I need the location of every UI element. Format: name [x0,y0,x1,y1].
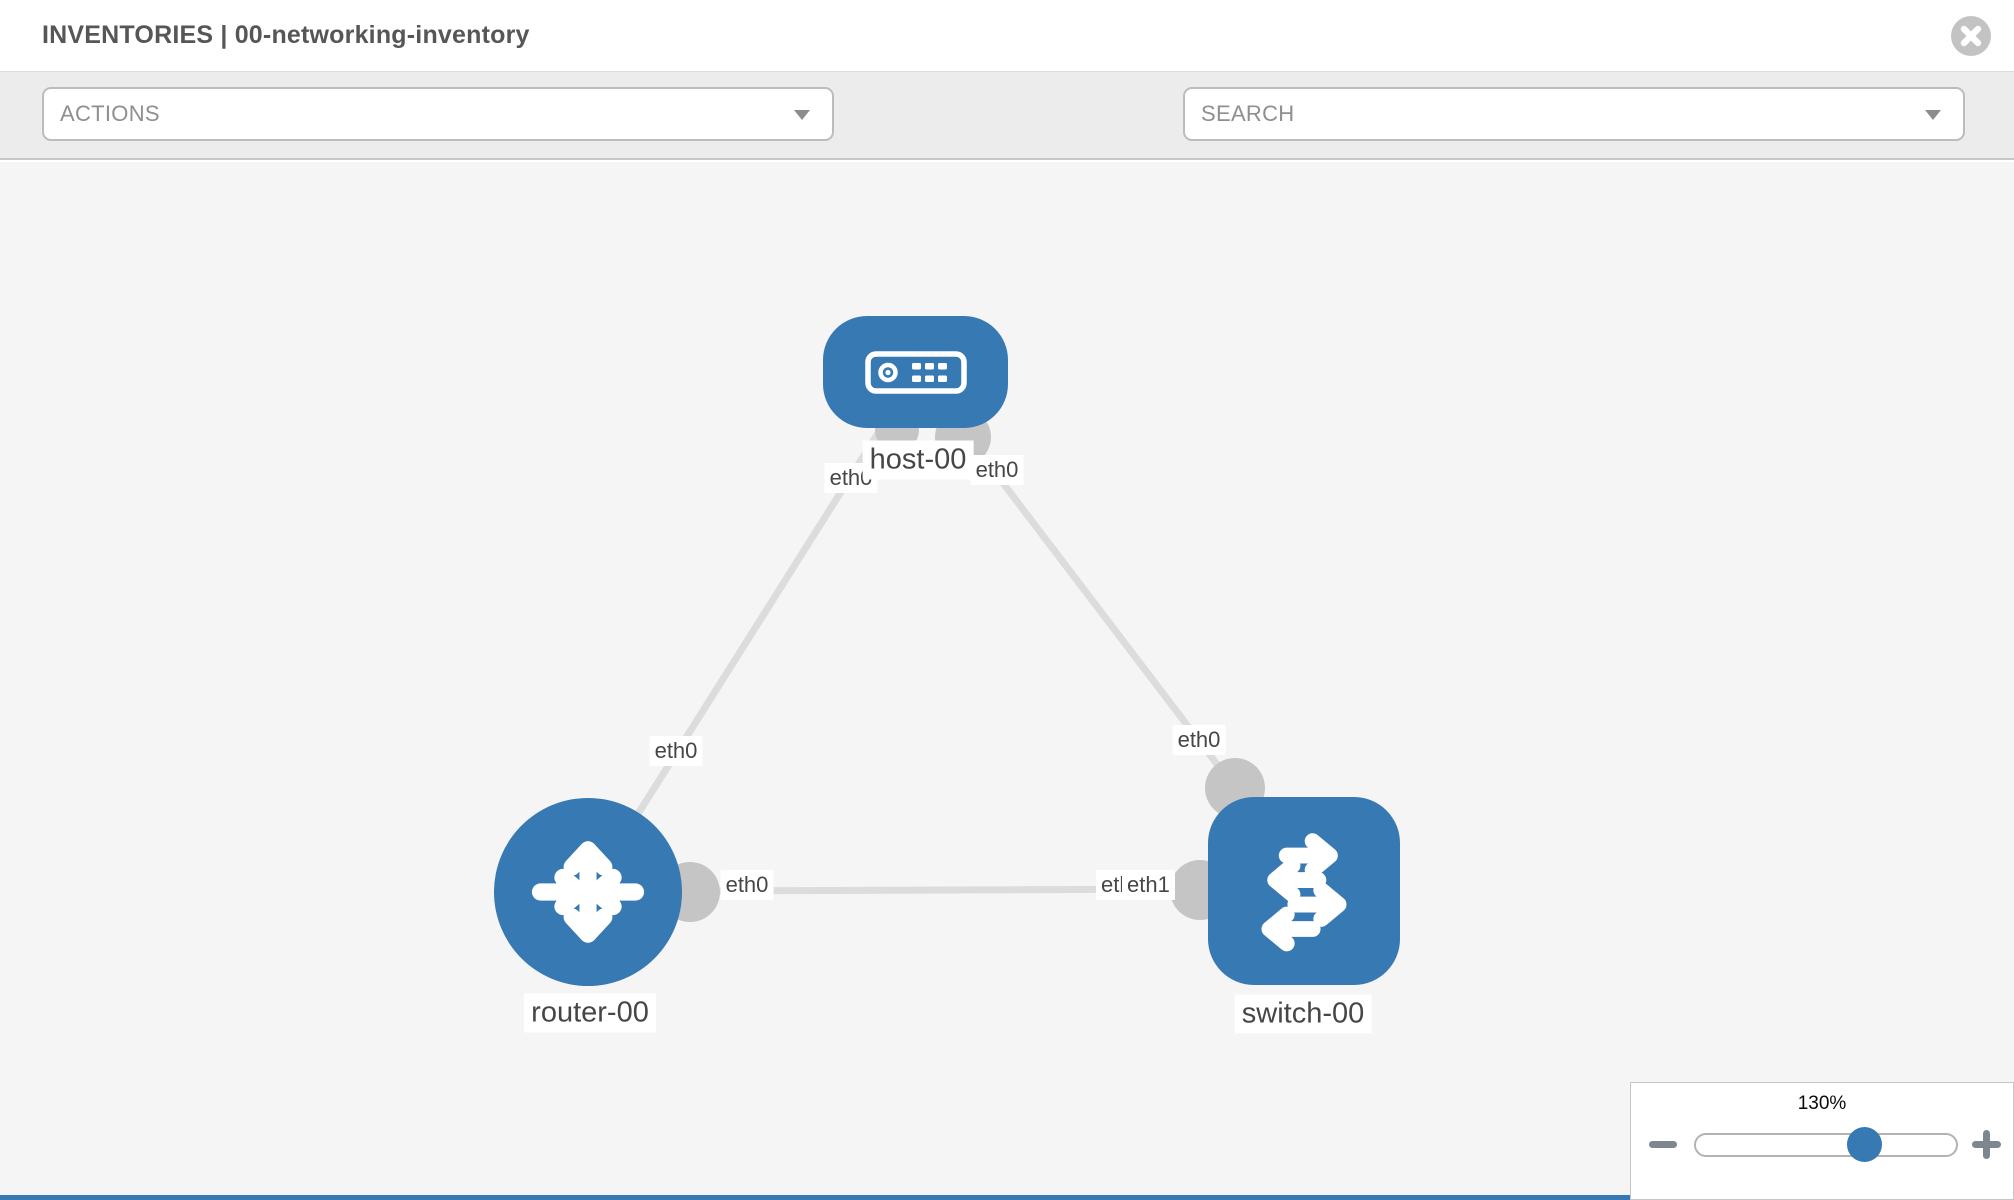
host-icon [865,351,967,394]
node-host[interactable] [823,316,1008,428]
actions-dropdown[interactable]: ACTIONS [42,87,834,141]
page-title: INVENTORIES | 00-networking-inventory [42,21,530,49]
caret-down-icon [794,110,810,120]
close-icon[interactable] [1951,16,1991,56]
zoom-panel: 130% [1630,1082,2014,1200]
router-icon [531,841,645,943]
node-switch[interactable] [1208,797,1400,985]
iface-label: eth0 [720,870,774,900]
iface-label: eth0 [970,455,1024,485]
minus-icon[interactable] [1649,1141,1677,1148]
node-router[interactable] [494,798,682,986]
caret-down-icon [1925,110,1941,120]
actions-dropdown-label: ACTIONS [60,101,160,126]
switch-icon [1261,833,1347,952]
iface-label: eth1 [1122,870,1175,900]
node-label-host: host-00 [862,440,974,480]
zoom-slider-track[interactable] [1694,1133,1958,1157]
plus-icon-bar [1983,1130,1990,1159]
zoom-level: 130% [1797,1093,1847,1114]
node-label-router: router-00 [524,993,656,1033]
toolbar: ACTIONS SEARCH [0,72,2014,204]
bottom-accent-strip [0,1195,1630,1200]
plus-icon[interactable] [1972,1130,2001,1159]
search-dropdown[interactable]: SEARCH [1183,87,1965,141]
topology-canvas[interactable]: host-00 router-00 switch-00 eth0 eth0 et… [0,162,2014,1200]
header-bar: INVENTORIES | 00-networking-inventory [0,0,2014,72]
zoom-slider-thumb[interactable] [1847,1127,1882,1162]
iface-label: eth0 [649,736,703,766]
iface-label: eth0 [1172,725,1226,755]
search-dropdown-label: SEARCH [1201,101,1295,126]
node-label-switch: switch-00 [1234,994,1372,1034]
link-host-router[interactable] [587,420,888,892]
